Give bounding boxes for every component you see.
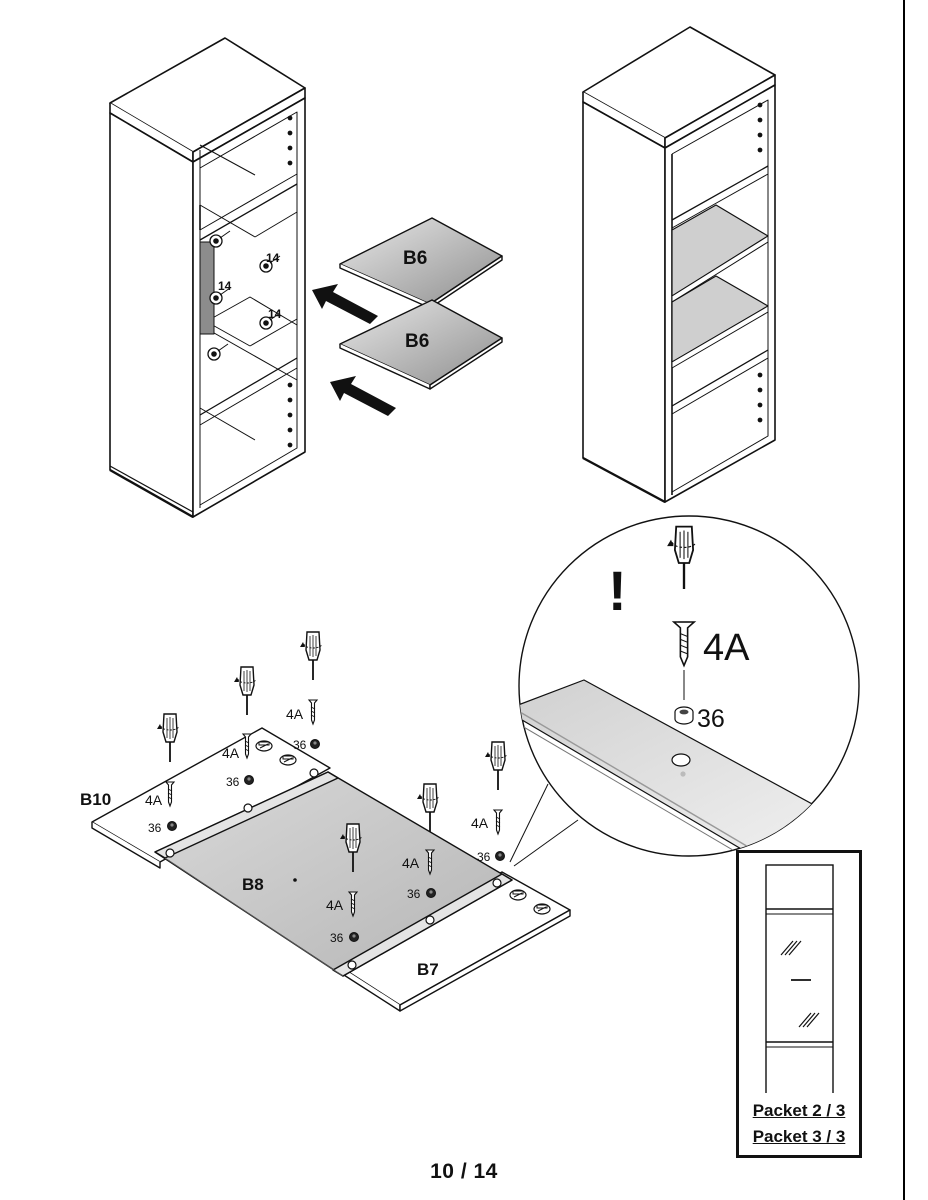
cap-label: 36: [293, 738, 307, 752]
cap-label: 36: [148, 821, 162, 835]
pin-label-2: 14: [218, 279, 232, 293]
cap-label: 36: [477, 850, 491, 864]
screw-label: 4A: [222, 745, 240, 761]
screw-label: 4A: [145, 792, 163, 808]
cabinet-front-icon: [765, 864, 834, 1093]
base-panels-drawing: [91, 727, 571, 1012]
screw-label: 4A: [402, 855, 420, 871]
fastener-group-5: [484, 741, 508, 861]
page-edge-line: [903, 0, 905, 1200]
detail-cap-label: 36: [697, 705, 725, 733]
warning-mark: !: [608, 559, 627, 622]
left-cabinet-drawing: [109, 37, 306, 519]
panel-label-b7: B7: [417, 960, 439, 979]
cap-label: 36: [226, 775, 240, 789]
shelf-panels: [339, 217, 503, 390]
panel-label-b10: B10: [80, 790, 111, 809]
packet-label-2: Packet 3 / 3: [752, 1127, 846, 1146]
detail-screw-label: 4A: [703, 627, 750, 669]
shelf-label-lower: B6: [405, 331, 429, 352]
shelf-label-upper: B6: [403, 248, 427, 269]
cap-label: 36: [407, 887, 421, 901]
page-number: 10 / 14: [430, 1160, 498, 1183]
pin-label-3: 14: [268, 307, 282, 321]
screw-label: 4A: [286, 706, 304, 722]
packet-label-1: Packet 2 / 3: [752, 1101, 846, 1120]
panel-label-b8: B8: [242, 875, 264, 894]
fastener-group-1: [299, 631, 323, 749]
detail-zoom-circle: ! 4A 36: [518, 515, 860, 857]
insert-arrows: [312, 284, 396, 416]
cap-label: 36: [330, 931, 344, 945]
right-cabinet-drawing: [582, 26, 776, 504]
screw-label: 4A: [471, 815, 489, 831]
packet-indicator-box: Packet 2 / 3 Packet 3 / 3: [736, 850, 862, 1158]
screw-label: 4A: [326, 897, 344, 913]
screw-labels: 4A 36 4A 36 4A 36 4A 36 4A 36 4A 36: [145, 706, 491, 945]
pin-label-1: 14: [266, 251, 280, 265]
